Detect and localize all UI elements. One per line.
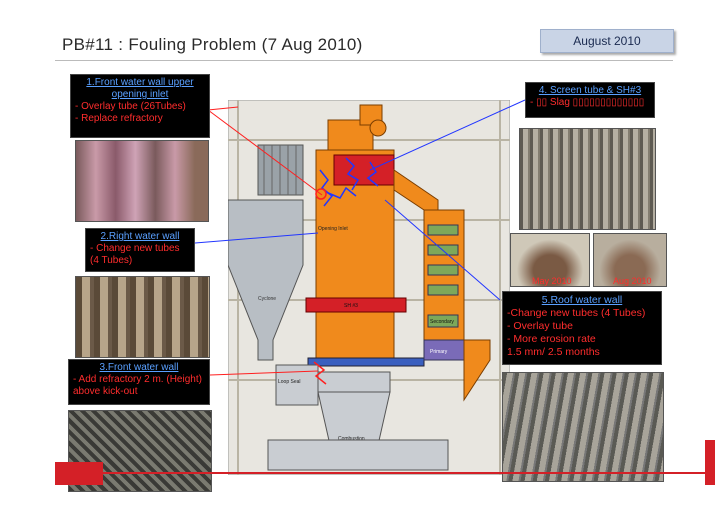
callout-1-item-1: - Overlay tube (26Tubes) xyxy=(75,101,186,112)
cyclone-label: Cyclone xyxy=(258,296,276,302)
callout-5-item-4: 1.5 mm/ 2.5 months xyxy=(507,346,600,358)
photo-screen-tube xyxy=(519,128,656,230)
callout-1-heading: 1.Front water wall upper opening inlet xyxy=(86,77,194,100)
photo-front-wall-upper xyxy=(75,140,209,222)
photo-right-wall xyxy=(75,276,210,358)
callout-1-item-2: - Replace refractory xyxy=(75,113,163,124)
callout-2-item-1: - Change new tubes (4 Tubes) xyxy=(90,243,180,266)
photo-aug-2010 xyxy=(593,233,667,287)
photo-may-label: May 2010 xyxy=(532,276,572,286)
callout-3-item-1: - Add refractory 2 m. (Height) above kic… xyxy=(73,374,202,397)
callout-5-item-2: - Overlay tube xyxy=(507,320,573,332)
brand-bar-right xyxy=(705,440,715,485)
callout-3-heading: 3.Front water wall xyxy=(99,362,179,373)
secondary-label: Secondary xyxy=(430,319,454,325)
brand-bar-left xyxy=(55,462,103,485)
brand-rule-bottom xyxy=(103,472,705,474)
callout-4-item-1: - ▯▯ Slag ▯▯▯▯▯▯▯▯▯▯▯▯▯ xyxy=(530,97,645,108)
photo-roof-wall xyxy=(502,372,664,482)
boiler-diagram: Cyclone Opening Inlet SH #3 Secondary Pr… xyxy=(228,100,510,475)
opening-inlet-label: Opening Inlet xyxy=(318,226,348,232)
photo-aug-label: Aug 2010 xyxy=(613,276,652,286)
callout-roof-water-wall: 5.Roof water wall -Change new tubes (4 T… xyxy=(502,291,662,365)
page-title: PB#11 : Fouling Problem (7 Aug 2010) xyxy=(62,35,363,54)
date-badge: August 2010 xyxy=(540,29,674,53)
callout-4-heading: 4. Screen tube & SH#3 xyxy=(538,85,642,96)
callout-2-heading: 2.Right water wall xyxy=(100,231,180,242)
primary-label: Primary xyxy=(430,349,448,355)
photo-may-2010 xyxy=(510,233,590,287)
callout-front-water-wall: 3.Front water wall - Add refractory 2 m.… xyxy=(68,359,210,405)
callout-5-item-3: - More erosion rate xyxy=(507,333,596,345)
callout-screen-tube: 4. Screen tube & SH#3 - ▯▯ Slag ▯▯▯▯▯▯▯▯… xyxy=(525,82,655,118)
combustion-label: Combustion xyxy=(338,436,365,442)
callout-right-water-wall: 2.Right water wall - Change new tubes (4… xyxy=(85,228,195,272)
loop-seal-label: Loop Seal xyxy=(278,379,301,385)
title-divider xyxy=(55,60,673,61)
callout-front-water-wall-upper: 1.Front water wall upper opening inlet -… xyxy=(70,74,210,138)
callout-5-item-1: -Change new tubes (4 Tubes) xyxy=(507,307,646,319)
callout-5-heading: 5.Roof water wall xyxy=(541,294,623,306)
sh-label: SH #3 xyxy=(344,303,358,309)
